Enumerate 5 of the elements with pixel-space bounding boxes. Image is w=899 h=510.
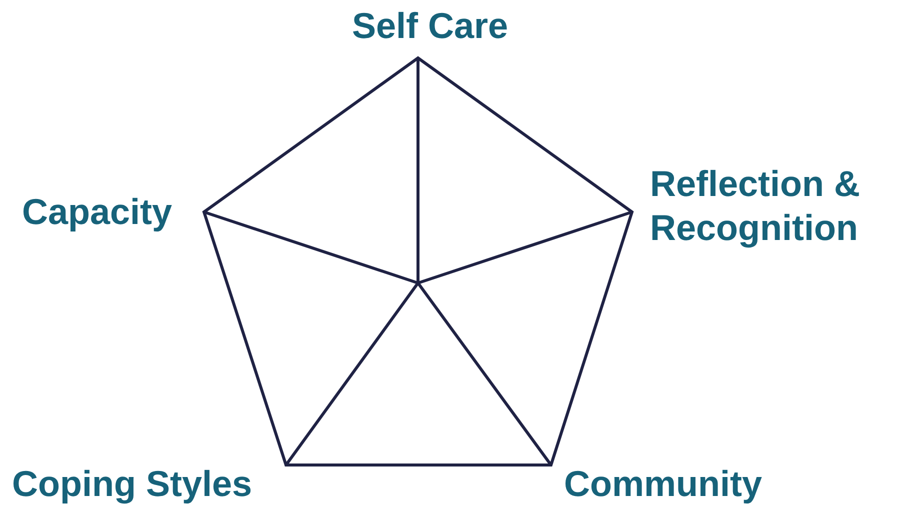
vertex-label: Community <box>564 462 763 506</box>
vertex-label: Coping Styles <box>12 462 254 506</box>
vertex-label: Capacity <box>22 190 174 234</box>
vertex-label: Reflection & Recognition <box>650 162 862 250</box>
vertex-label: Self Care <box>350 4 510 48</box>
